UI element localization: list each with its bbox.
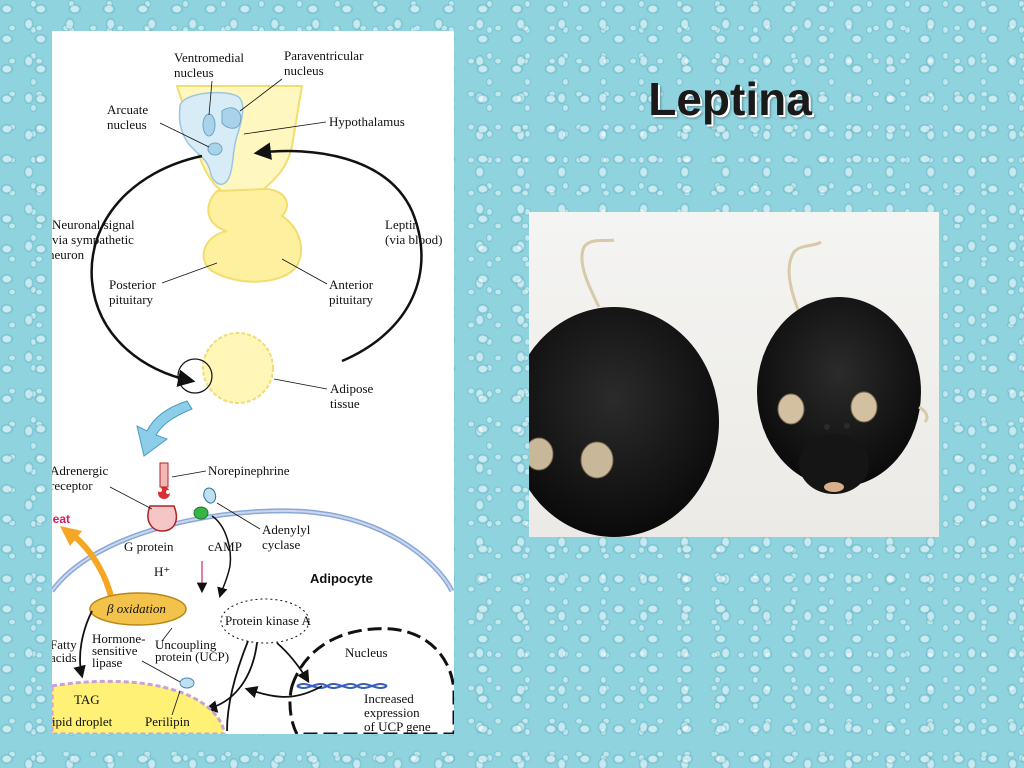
label-ucp-gene: of UCP gene — [364, 719, 431, 734]
slide-title: Leptina — [648, 73, 812, 125]
label-paraventricular: Paraventricular — [284, 48, 364, 63]
label-neuron: neuron — [52, 247, 85, 262]
label-ucp: protein (UCP) — [155, 649, 229, 664]
adipose-zoom-circle — [177, 358, 213, 394]
label-g-protein: G protein — [124, 539, 174, 554]
label-adipocyte: Adipocyte — [310, 571, 373, 586]
arcuate-nucleus — [207, 142, 223, 156]
mitochondrion — [89, 592, 187, 626]
label-hypothalamus: Hypothalamus — [329, 114, 405, 129]
lipid-droplet — [52, 679, 226, 734]
heat-arrow — [72, 533, 115, 602]
mice-photo — [529, 212, 939, 537]
label-cyclase: cyclase — [262, 537, 300, 552]
label-adipose: Adipose — [330, 381, 374, 396]
adrenergic-receptor — [147, 505, 178, 532]
label-expression: expression — [364, 705, 420, 720]
label-adenylyl: Adenylyl — [262, 522, 311, 537]
label-posterior-pituitary: Posterior — [109, 277, 157, 292]
label-beta-oxidation: β oxidation — [106, 601, 166, 616]
label-uncoupling: Uncoupling — [155, 637, 217, 652]
paraventricular-nucleus — [221, 107, 242, 129]
label-via-sympathetic: via sympathetic — [52, 232, 134, 247]
label-h-plus: H⁺ — [154, 564, 170, 579]
label-increased: Increased — [364, 691, 414, 706]
label-ventromedial-2: nucleus — [174, 65, 214, 80]
label-posterior-pituitary-2: pituitary — [109, 292, 154, 307]
leptin-to-hypothalamus-arrow — [253, 142, 423, 363]
label-perilipin: Perilipin — [145, 714, 190, 729]
zoom-arrow — [136, 400, 193, 457]
label-tag: TAG — [74, 692, 100, 707]
label-lipid-droplet: Lipid droplet — [52, 714, 113, 729]
protein-kinase-a — [220, 598, 310, 644]
label-neuronal-signal: Neuronal signal — [52, 217, 135, 232]
label-lipase: lipase — [92, 655, 123, 670]
adenylyl-cyclase — [203, 487, 217, 504]
adipose-tissue — [202, 332, 274, 404]
diagram-illustration: Ventromedial nucleus Paraventricular nuc… — [52, 48, 454, 734]
nucleus — [288, 627, 454, 734]
ventromedial-nucleus — [202, 113, 216, 137]
obese-mouse-tail — [580, 238, 615, 308]
label-receptor: receptor — [52, 478, 93, 493]
label-leptin: Leptin — [385, 217, 419, 232]
label-anterior-pituitary-2: pituitary — [329, 292, 374, 307]
label-protein-kinase-a: Protein kinase A — [225, 613, 312, 628]
g-protein — [193, 506, 209, 520]
label-norepinephrine: Norepinephrine — [208, 463, 290, 478]
mice-illustration — [529, 238, 929, 537]
label-adrenergic: Adrenergic — [52, 463, 108, 478]
label-anterior-pituitary: Anterior — [329, 277, 374, 292]
obese-mouse — [529, 307, 719, 537]
lean-mouse — [757, 297, 921, 487]
label-hormone: Hormone- — [92, 631, 145, 646]
label-paraventricular-2: nucleus — [284, 63, 324, 78]
label-fatty: Fatty — [52, 637, 77, 652]
lean-mouse-tail — [787, 240, 822, 313]
pituitary-shape — [202, 187, 302, 283]
label-arcuate-2: nucleus — [107, 117, 147, 132]
label-acids: acids — [52, 650, 77, 665]
label-adipose-2: tissue — [330, 396, 360, 411]
neuronal-signal-arrow — [90, 154, 203, 387]
label-via-blood: (via blood) — [385, 232, 442, 247]
label-camp: cAMP — [208, 539, 242, 554]
label-sensitive: sensitive — [92, 643, 138, 658]
label-ventromedial: Ventromedial — [174, 50, 244, 65]
leptin-pathway-diagram: Ventromedial nucleus Paraventricular nuc… — [52, 31, 454, 734]
label-heat: Heat — [52, 512, 70, 526]
label-nucleus: Nucleus — [345, 645, 388, 660]
label-arcuate: Arcuate — [107, 102, 148, 117]
